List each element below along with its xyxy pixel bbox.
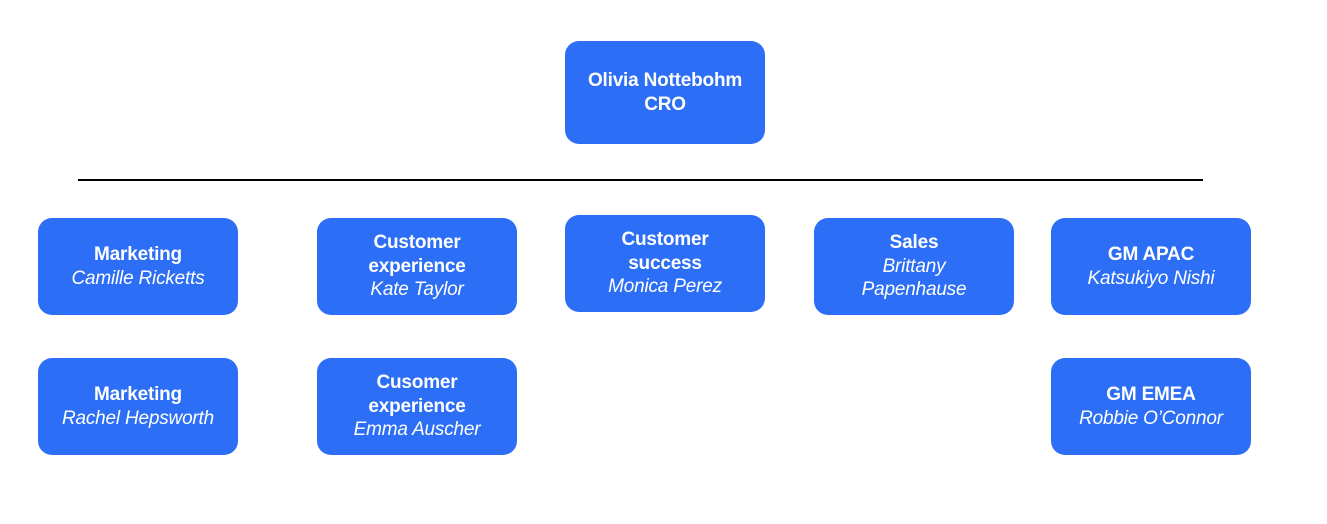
org-node-marketing-rachel-hepsworth[interactable]: Marketing Rachel Hepsworth <box>38 358 238 455</box>
org-node-person: Robbie O’Connor <box>1079 407 1223 429</box>
org-node-person: Brittany Papenhause <box>861 255 967 301</box>
org-node-role: Marketing <box>94 243 182 265</box>
org-connector-line <box>78 179 1203 181</box>
org-node-role: GM EMEA <box>1106 383 1196 405</box>
org-node-customer-success-monica-perez[interactable]: Customer success Monica Perez <box>565 215 765 312</box>
org-node-detail: CRO <box>644 93 686 115</box>
org-node-role: GM APAC <box>1107 243 1195 265</box>
org-node-role: Olivia Nottebohm <box>587 69 743 91</box>
org-node-person: Rachel Hepsworth <box>61 407 215 429</box>
org-node-person: Camille Ricketts <box>71 267 205 289</box>
org-node-role: Cusomer experience <box>368 372 466 417</box>
org-node-root[interactable]: Olivia Nottebohm CRO <box>565 41 765 144</box>
org-node-person: Emma Auscher <box>353 419 481 441</box>
org-node-role: Customer experience <box>368 232 466 277</box>
org-node-customer-experience-emma-auscher[interactable]: Cusomer experience Emma Auscher <box>317 358 517 455</box>
org-node-sales-brittany-papenhause[interactable]: Sales Brittany Papenhause <box>814 218 1014 315</box>
org-node-customer-experience-kate-taylor[interactable]: Customer experience Kate Taylor <box>317 218 517 315</box>
org-node-role: Marketing <box>94 383 182 405</box>
org-node-role: Sales <box>889 232 939 254</box>
org-node-gm-apac-katsukiyo-nishi[interactable]: GM APAC Katsukiyo Nishi <box>1051 218 1251 315</box>
org-node-person: Kate Taylor <box>370 279 464 301</box>
org-node-person: Monica Perez <box>608 276 722 298</box>
org-node-role: Customer success <box>621 229 709 274</box>
org-node-gm-emea-robbie-oconnor[interactable]: GM EMEA Robbie O’Connor <box>1051 358 1251 455</box>
org-node-person: Katsukiyo Nishi <box>1087 267 1215 289</box>
org-node-marketing-camille-ricketts[interactable]: Marketing Camille Ricketts <box>38 218 238 315</box>
